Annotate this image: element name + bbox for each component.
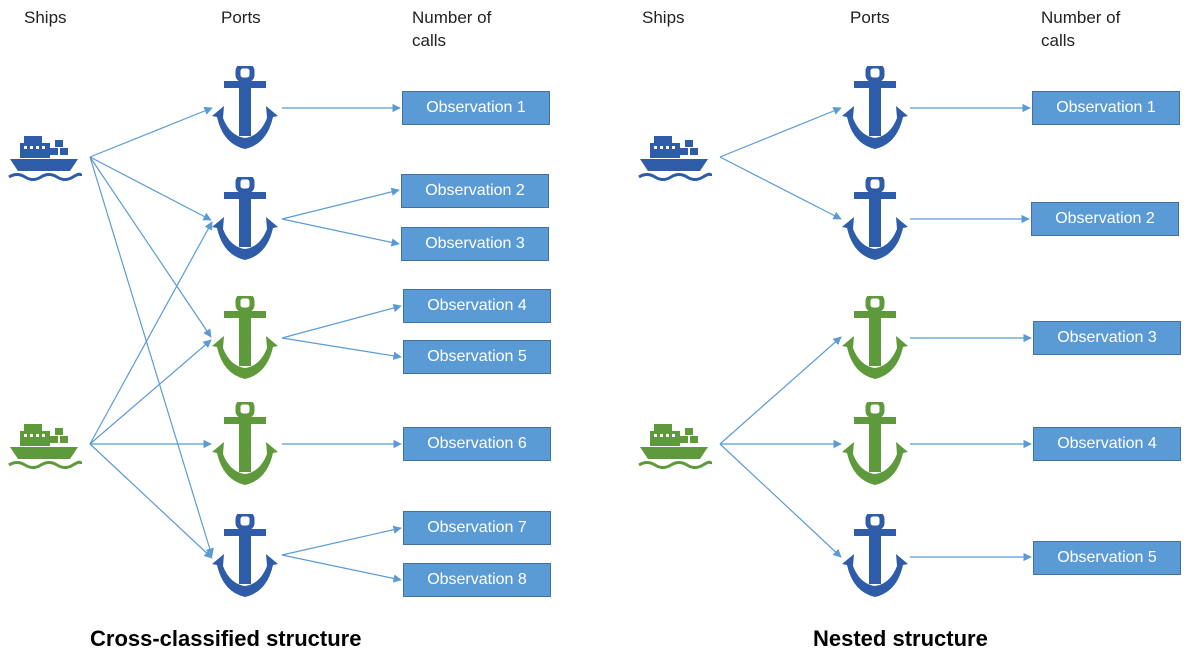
anchor-icon: [212, 66, 278, 149]
left-ports-header: Ports: [221, 8, 261, 27]
observation-box: Observation 3: [401, 227, 549, 261]
observation-box: Observation 1: [402, 91, 550, 125]
arrow-port3-obs4: [281, 303, 402, 339]
anchor-icon: [212, 296, 278, 379]
arrow-ship2-port5: [89, 443, 213, 559]
right-ports-header: Ports: [850, 8, 890, 27]
anchor-icon: [842, 296, 908, 379]
left-calls-header-line2: calls: [412, 31, 447, 50]
arrow-port2-obs3: [281, 218, 400, 247]
observation-box: Observation 4: [1033, 427, 1181, 461]
arrow-ship2-port3: [719, 336, 842, 445]
right-arrows: [719, 103, 1032, 562]
arrow-port5-obs7: [281, 525, 402, 556]
arrow-ship1-port2: [719, 156, 842, 220]
observation-box: Observation 2: [401, 174, 549, 208]
observation-box: Observation 3: [1033, 321, 1181, 355]
right-ships-header: Ships: [642, 8, 685, 27]
ship-icon: [8, 422, 82, 469]
observation-box: Observation 6: [403, 427, 551, 461]
left-arrows: [89, 103, 402, 583]
anchor-icon: [842, 177, 908, 260]
arrow-ship1-port1: [719, 106, 842, 158]
arrow-ship2-port2: [89, 221, 213, 445]
anchor-icon: [842, 402, 908, 485]
arrow-port2-obs2: [281, 187, 400, 220]
anchor-icon: [842, 514, 908, 597]
arrow-ship2-port5: [719, 443, 842, 558]
arrow-port3-obs5: [281, 337, 402, 360]
left-calls-header-line1: Number of: [412, 8, 492, 27]
observation-box: Observation 2: [1031, 202, 1179, 236]
ship-icon: [638, 422, 712, 469]
arrow-ship1-port3: [89, 156, 212, 338]
observation-box: Observation 8: [403, 563, 551, 597]
ship-icon: [8, 134, 82, 181]
anchor-icon: [842, 66, 908, 149]
arrow-ship1-port2: [89, 156, 212, 221]
left-ships-header: Ships: [24, 8, 67, 27]
arrow-ship2-port3: [89, 339, 212, 445]
observation-box: Observation 7: [403, 511, 551, 545]
observation-box: Observation 5: [1033, 541, 1181, 575]
anchor-icon: [212, 402, 278, 485]
ship-icon: [638, 134, 712, 181]
observation-box: Observation 5: [403, 340, 551, 374]
anchor-icon: [212, 514, 278, 597]
arrow-port5-obs8: [281, 554, 402, 583]
anchor-icon: [212, 177, 278, 260]
left-calls-header: Number of calls: [412, 6, 491, 52]
right-calls-header-line2: calls: [1041, 31, 1076, 50]
arrow-ship1-port1: [89, 106, 213, 158]
observation-box: Observation 1: [1032, 91, 1180, 125]
arrow-ship1-port5: [89, 156, 214, 557]
right-calls-header: Number of calls: [1041, 6, 1120, 52]
right-calls-header-line1: Number of: [1041, 8, 1121, 27]
right-caption: Nested structure: [813, 626, 988, 651]
observation-box: Observation 4: [403, 289, 551, 323]
left-caption: Cross-classified structure: [90, 626, 362, 651]
